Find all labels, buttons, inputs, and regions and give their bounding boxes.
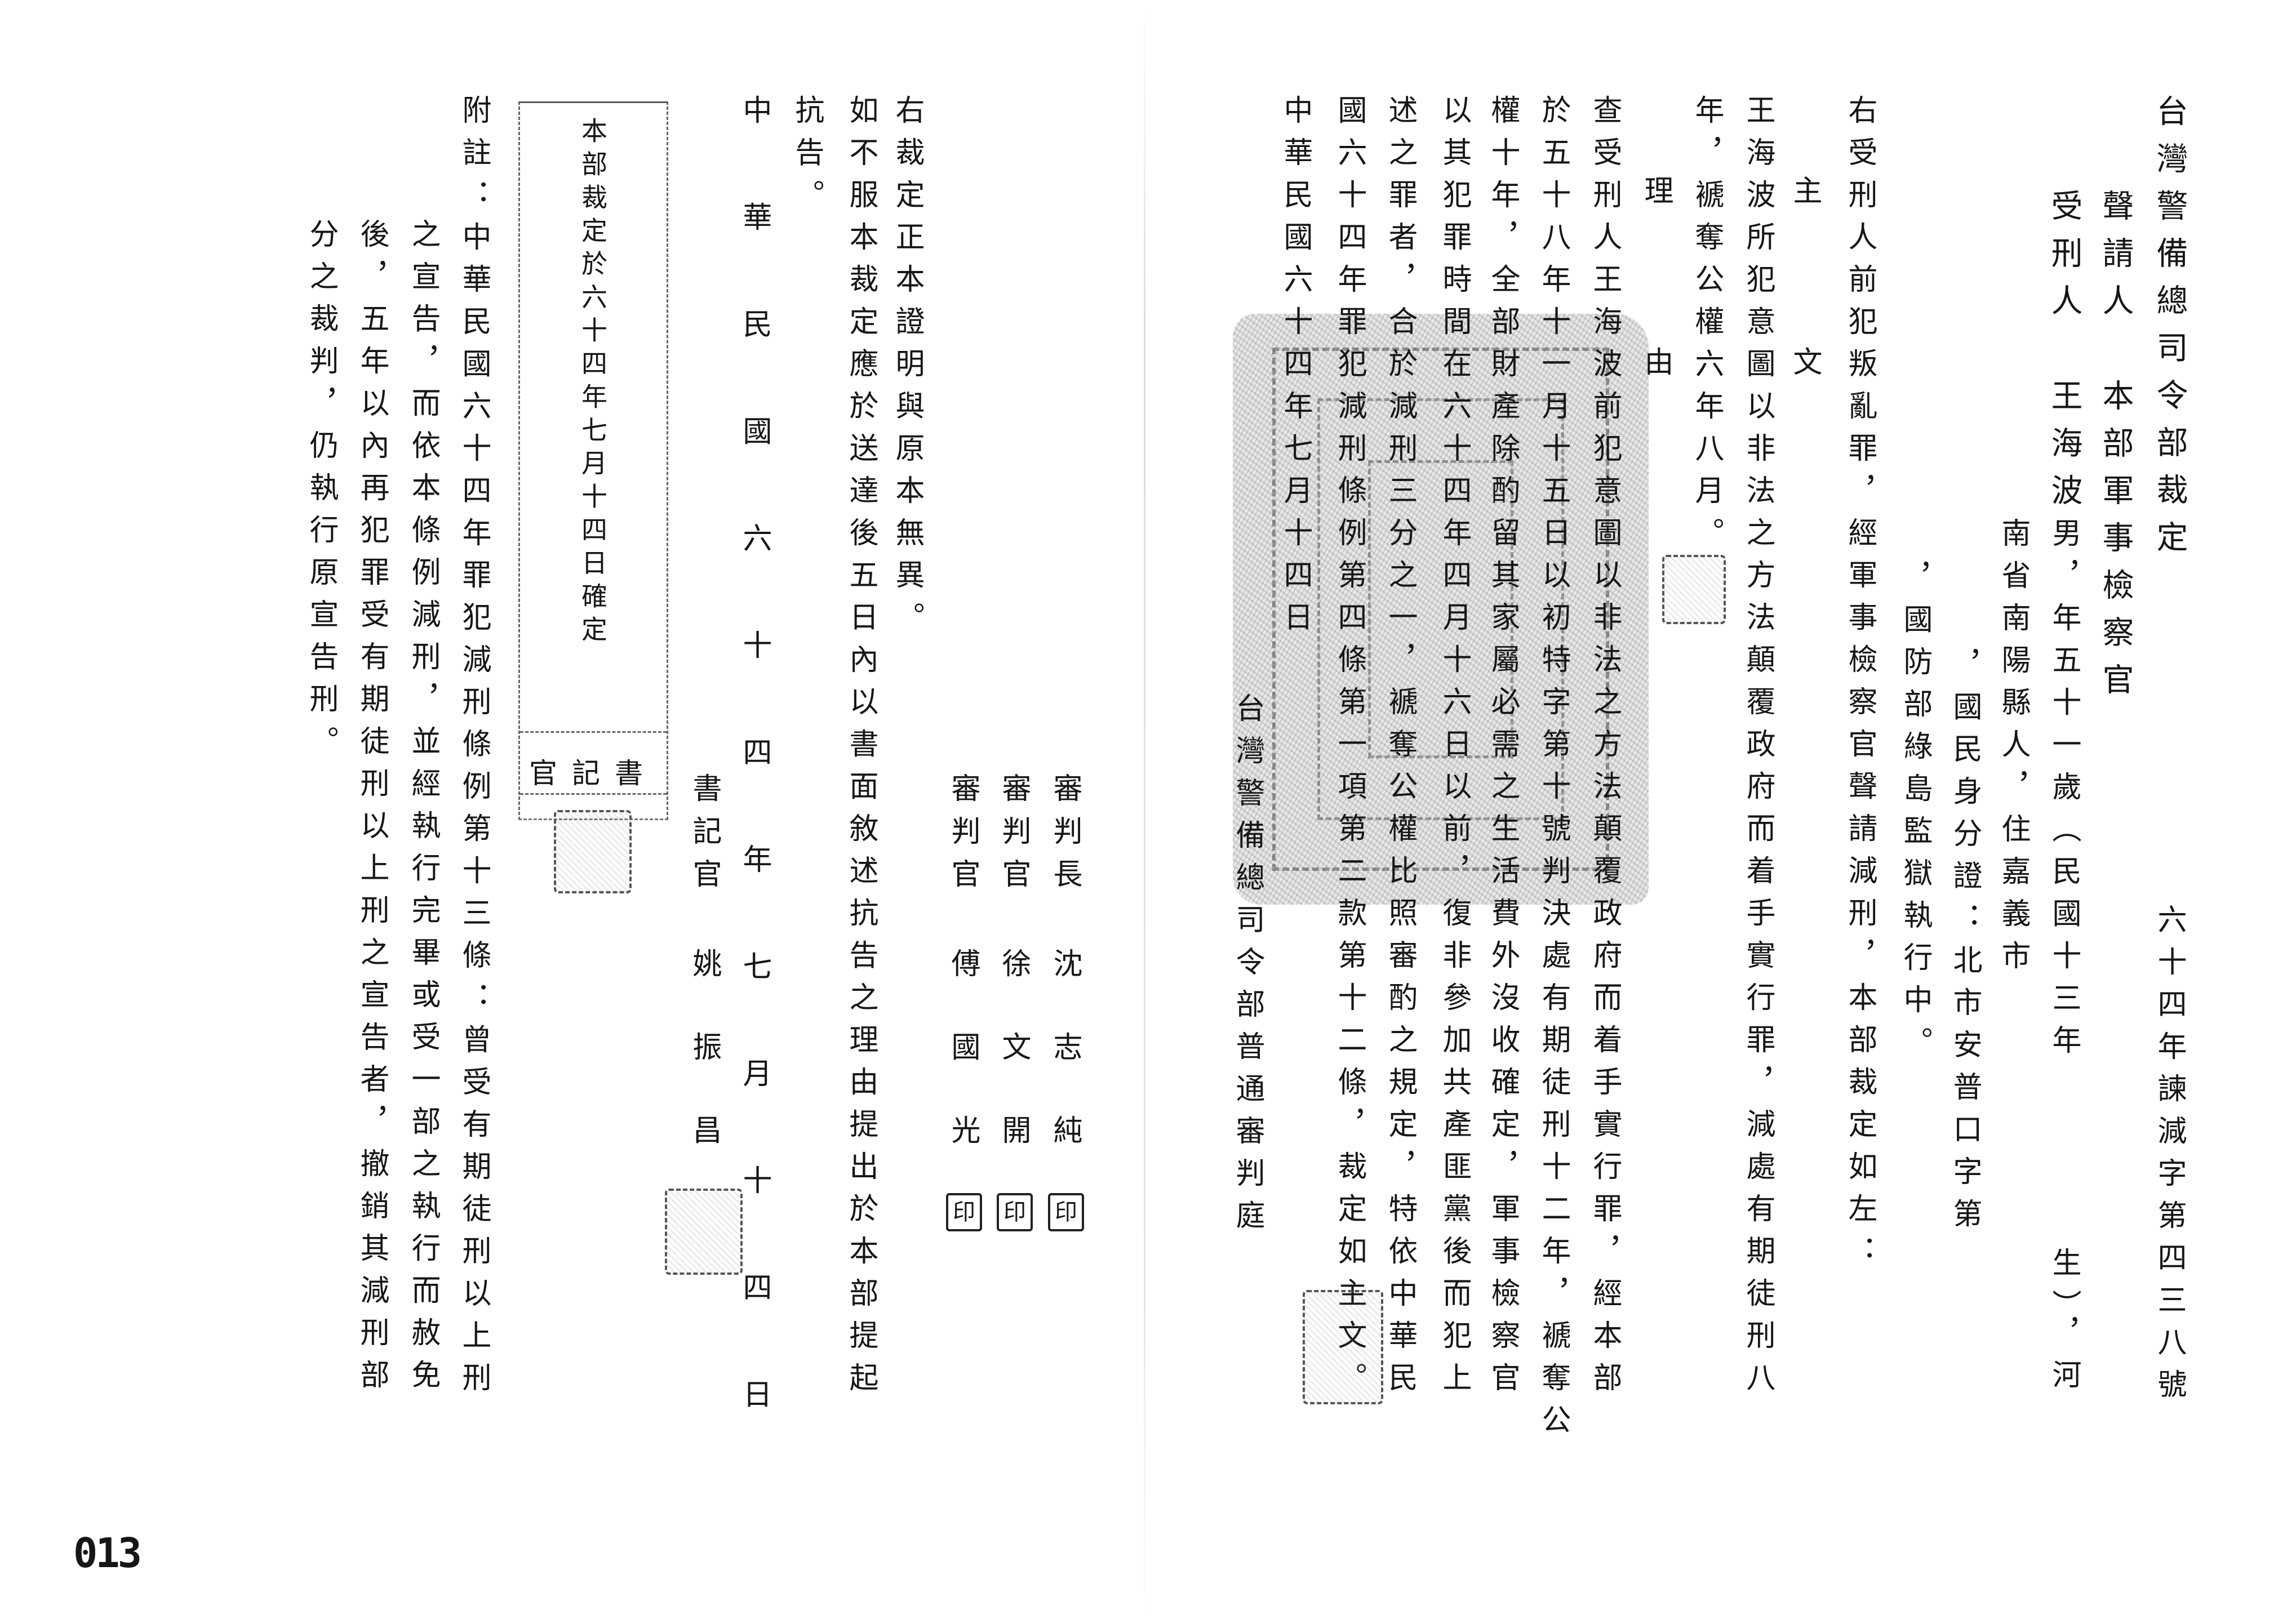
defendant-label: 受刑人 [2046, 189, 2082, 331]
certification-text: 右裁定正本證明與原本無異。 [890, 95, 924, 644]
document-title: 台灣警備總司令部裁定 [2151, 95, 2188, 568]
judge-seal: 印 [997, 1193, 1033, 1231]
small-seal-stamp [1303, 1290, 1383, 1404]
judge-name: 傅國光 [946, 948, 980, 1198]
reason-text: 國六十四年罪犯減刑條例第四條第一項第二款第十二條，裁定如主文。 [1333, 95, 1366, 1404]
official-seal-stamp [1233, 314, 1649, 905]
applicant-label: 聲請人 [2097, 189, 2134, 331]
judge-title: 審判官 [997, 773, 1031, 901]
main-heading: 主 文 [1788, 175, 1822, 432]
judge-seal: 印 [946, 1193, 982, 1231]
defendant-info: 南省南陽縣人，住嘉義市 [1996, 518, 2030, 982]
clerk-seal-stamp [554, 810, 632, 893]
case-number: 六十四年諫減字第四三八號 [2152, 904, 2186, 1411]
judge-title: 審判長 [1048, 773, 1082, 901]
main-text: 王海波所犯意圖以非法之方法顛覆政府而着手實行罪，減處有期徒刑八 [1741, 95, 1775, 1404]
defendant-name: 王海波 [2046, 379, 2082, 521]
footnote-text: 之宣告，而依本條例減刑，並經執行完畢或受一部之執行而赦免 [406, 219, 440, 1401]
applicant: 本部軍事檢察官 [2097, 379, 2134, 710]
reason-text: 於五十八年十一月十五日以初特字第十號判決處有期徒刑十二年，褫奪公 [1536, 95, 1570, 1447]
intro-text: 右受刑人前犯叛亂罪，經軍事檢察官聲請減刑，本部裁定如左： [1843, 95, 1877, 1278]
finality-certificate-box: 本部裁定於六十四年七月十四日確定 書記官 [518, 101, 668, 893]
court-name: 台灣警備總司令部普通審判庭 [1231, 693, 1264, 1242]
footnote-text: 附註：中華民國六十四年罪犯減刑條例第十三條：曾受有期徒刑以上刑 [457, 95, 491, 1404]
judge-name: 沈志純 [1048, 948, 1082, 1198]
clerk-name: 姚振昌 [687, 948, 721, 1198]
appeal-notice: 如不服本裁定應於送達後五日內以書面敘述抗告之理由提出於本部提起 [844, 95, 878, 1404]
reason-text: 以其犯罪時間在六十四年四月十六日以前，復非參加共產匪黨後而犯上 [1437, 95, 1471, 1404]
clerk-title: 書記官 [687, 773, 721, 901]
reason-text: 權十年，全部財產除酌留其家屬必需之生活費外沒收確定，軍事檢察官 [1486, 95, 1520, 1404]
finality-clerk-label: 書記官 [529, 757, 658, 790]
defendant-info: ，國民身分證：北市安普口字第 [1948, 649, 1982, 1240]
judge-name: 徐文開 [997, 948, 1031, 1198]
decision-date: 中華民國六十四年七月十四日 [1278, 95, 1312, 644]
defendant-info: 男，年五十一歲（民國十三年 [2047, 518, 2081, 1067]
reason-heading: 理 由 [1639, 175, 1673, 432]
copy-date: 中華民國六十四年七月十四日 [738, 95, 771, 1486]
defendant-info: 生），河 [2047, 1247, 2081, 1401]
reason-text: 查受刑人王海波前犯意圖以非法之方法顛覆政府而着手實行罪，經本部 [1588, 95, 1622, 1404]
judge-title: 審判官 [946, 773, 980, 901]
defendant-info: ，國防部綠島監獄執行中。 [1898, 562, 1932, 1069]
page-fold [1144, 0, 1145, 1624]
clerk-seal-stamp [665, 1189, 743, 1275]
small-seal-stamp [1662, 555, 1726, 624]
finality-text: 本部裁定於六十四年七月十四日確定 [578, 117, 608, 649]
reason-text: 述之罪者，合於減刑三分之一，褫奪公權比照審酌之規定，特依中華民 [1383, 95, 1417, 1404]
footnote-text: 分之裁判，仍執行原宣告刑。 [304, 219, 338, 768]
main-text: 年，褫奪公權六年八月。 [1690, 95, 1724, 559]
page-number: 013 [73, 1529, 142, 1577]
appeal-notice: 抗告。 [790, 95, 824, 221]
judge-seal: 印 [1048, 1193, 1084, 1231]
footnote-text: 後，五年以內再犯罪受有期徒刑以上刑之宣告者，撤銷其減刑部 [355, 219, 389, 1401]
